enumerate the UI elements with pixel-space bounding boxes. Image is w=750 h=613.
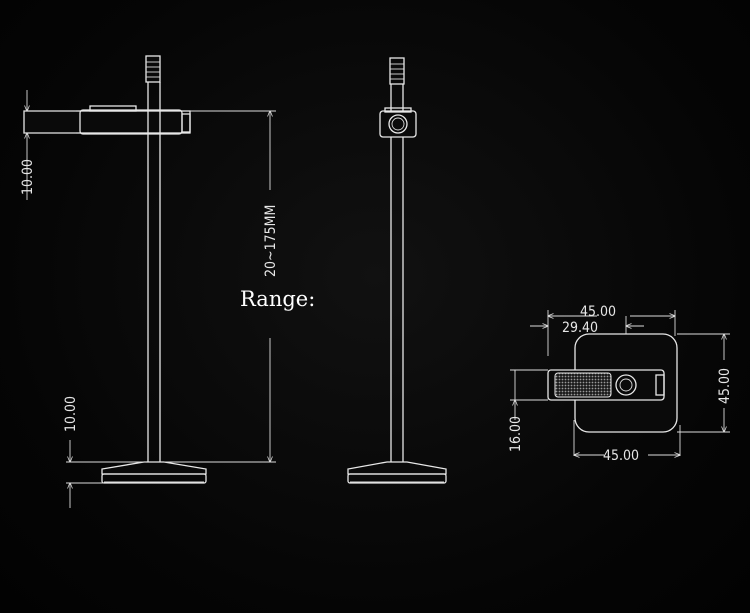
outer-height-dimension: 45.00 (677, 334, 733, 432)
support-arm (23, 105, 191, 135)
bottom-width-dimension: 45.00 (574, 448, 680, 464)
tab-height-label: 16.00 (508, 416, 524, 452)
hole-offset-label: 29.40 (562, 320, 598, 336)
front-view (347, 57, 447, 484)
front-pole (390, 84, 404, 462)
base-thickness-dimension: 10.00 (63, 396, 146, 508)
outer-width-label: 45.00 (580, 304, 616, 320)
support-pole (147, 82, 161, 462)
range-value-label: 20~175MM (263, 205, 279, 277)
support-base (101, 461, 207, 484)
front-base (347, 461, 447, 484)
top-view: 45.00 29.40 45.00 16.00 4 (508, 304, 733, 464)
front-pole-cap (389, 57, 405, 85)
range-dimension: 20~175MM (164, 111, 279, 462)
side-view: 10.00 10.00 20~175MM Range: (20, 55, 315, 508)
top-thickness-dimension: 10.00 (20, 90, 76, 200)
pole-cap (145, 55, 161, 83)
tab-height-dimension: 16.00 (508, 369, 548, 452)
bottom-width-label: 45.00 (603, 448, 639, 464)
range-label: Range: (240, 287, 315, 311)
base-thickness-label: 10.00 (63, 396, 79, 432)
outer-height-label: 45.00 (717, 368, 733, 404)
front-clamp (379, 107, 417, 138)
arm-clip (547, 369, 665, 401)
hole-offset-dimension: 29.40 (530, 320, 644, 336)
top-thickness-label: 10.00 (20, 159, 36, 195)
outer-width-dimension: 45.00 (548, 304, 675, 320)
